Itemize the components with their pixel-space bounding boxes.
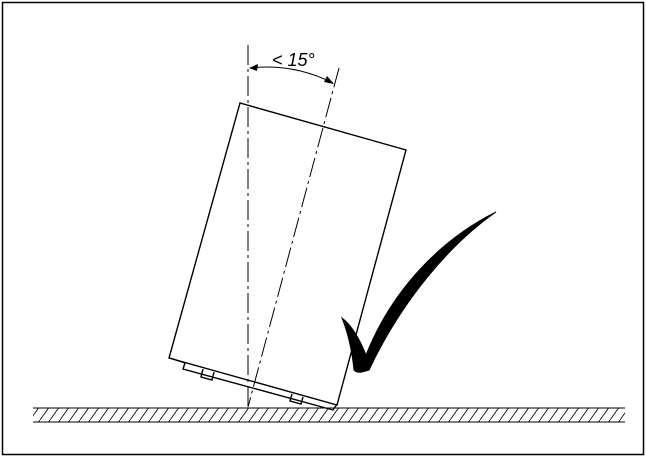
appliance-foot-right [289, 393, 304, 405]
floor [33, 407, 625, 423]
angle-label: < 15° [272, 50, 315, 70]
angle-arc [249, 66, 334, 84]
appliance-base-edge [169, 357, 186, 364]
appliance-base-plate [182, 362, 338, 411]
arc-arrowhead-right [324, 76, 334, 84]
floor-hatching [33, 408, 625, 422]
checkmark-icon [340, 211, 497, 373]
tilted-axis-line [247, 67, 340, 408]
appliance-foot-left [200, 368, 215, 381]
arc-arrowhead-left [249, 64, 258, 71]
angle-indicator: < 15° [249, 50, 334, 84]
